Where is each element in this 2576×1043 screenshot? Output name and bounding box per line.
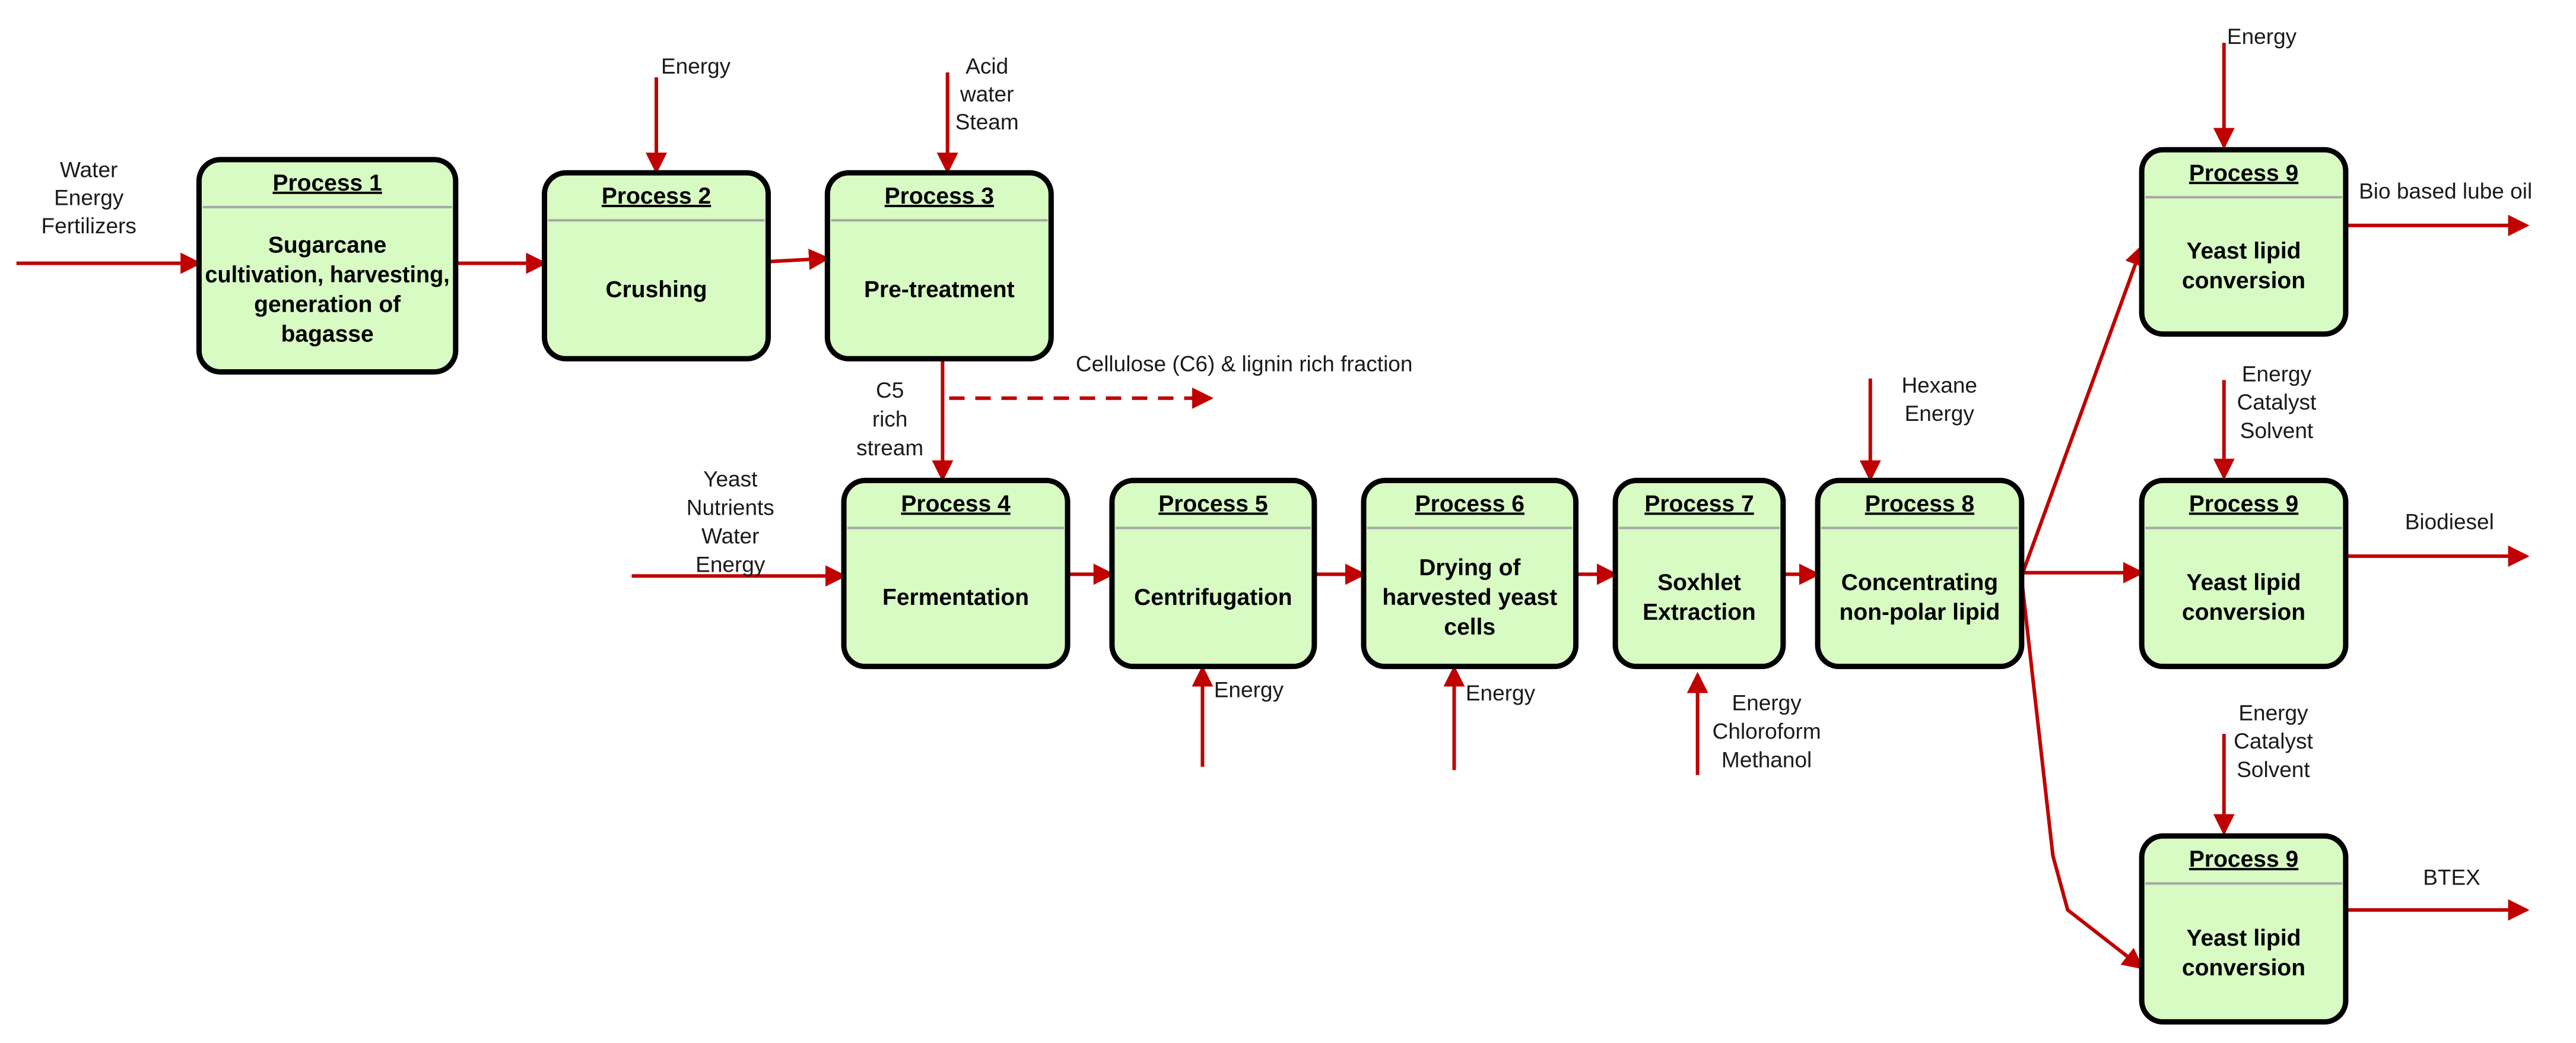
process-description-line: Soxhlet [1657, 570, 1741, 595]
arrow-p8-to-p9a [2019, 244, 2146, 577]
process-title: Process 3 [885, 183, 994, 209]
label-line: stream [856, 436, 923, 460]
label-line: C5 [876, 378, 904, 402]
process-box-p9c: Process 9 Yeast lipid conversion [2139, 833, 2349, 1025]
process-title: Process 9 [2189, 847, 2298, 872]
label-line: Hexane [1901, 373, 1977, 398]
process-description-line: Concentrating [1841, 570, 1998, 595]
process-title: Process 7 [1644, 491, 1754, 516]
label-line: Chloroform [1713, 719, 1821, 744]
label-line: rich [872, 407, 908, 431]
process-box-p9a: Process 9 Yeast lipid conversion [2139, 147, 2349, 337]
process-description-line: Pre-treatment [864, 277, 1015, 303]
label-input-p5: Energy [1214, 677, 1284, 702]
label-line: Energy [1466, 681, 1536, 705]
label-line: Nutrients [687, 496, 774, 520]
label-input-p6: Energy [1466, 681, 1536, 705]
process-title: Process 4 [901, 491, 1011, 516]
label-line: Catalyst [2234, 729, 2313, 753]
process-title: Process 9 [2189, 491, 2298, 516]
process-description-line: generation of [254, 292, 401, 318]
process-description-line: Extraction [1643, 600, 1756, 625]
label-line: Bio based lube oil [2359, 179, 2532, 204]
process-box-frame [2139, 147, 2349, 337]
process-box-p6: Process 6 Drying of harvested yeast cells [1361, 477, 1579, 670]
label-line: Cellulose (C6) & lignin rich fraction [1076, 352, 1413, 376]
label-output-cellulose: Cellulose (C6) & lignin rich fraction [1076, 352, 1413, 376]
process-description-line: harvested yeast [1382, 585, 1557, 610]
label-line: Yeast [703, 467, 758, 492]
process-title: Process 1 [272, 170, 382, 196]
process-box-p3: Process 3 Pre-treatment [824, 170, 1054, 362]
label-line: Methanol [1721, 748, 1812, 772]
label-line: Energy [2238, 700, 2308, 725]
process-description-line: conversion [2182, 955, 2305, 981]
label-line: Biodiesel [2405, 510, 2494, 534]
process-description-line: conversion [2182, 268, 2305, 293]
label-line: Solvent [2240, 419, 2314, 443]
process-title: Process 8 [1865, 491, 1974, 516]
process-box-p1: Process 1 Sugarcane cultivation, harvestin… [196, 157, 459, 375]
label-output-p9b: Biodiesel [2405, 510, 2494, 534]
process-description-line: bagasse [281, 322, 374, 347]
arrow-p2-to-p3 [768, 248, 831, 270]
process-box-p9b: Process 9 Yeast lipid conversion [2139, 477, 2349, 670]
label-line: Catalyst [2237, 390, 2317, 414]
label-line: Acid [965, 54, 1008, 78]
label-line: Energy [695, 553, 766, 577]
label-line: Energy [1905, 401, 1975, 426]
process-box-frame [196, 157, 459, 375]
arrow-p8-to-p9c [2019, 579, 2144, 969]
label-output-p9a: Bio based lube oil [2359, 179, 2532, 204]
label-input-p9a: Energy [2227, 24, 2297, 49]
process-title: Process 9 [2189, 160, 2298, 186]
process-box-p8: Process 8 Concentrating non-polar lipid [1815, 477, 2025, 670]
process-box-p5: Process 5 Centrifugation [1109, 477, 1317, 670]
process-description-line: cells [1444, 614, 1495, 640]
process-description-line: Yeast lipid [2187, 925, 2301, 951]
process-box-p2: Process 2 Crushing [542, 170, 771, 362]
label-line: BTEX [2423, 865, 2480, 889]
label-stream-c5: C5 rich stream [856, 378, 923, 460]
process-description-line: non-polar lipid [1840, 600, 2000, 625]
process-description-line: Crushing [605, 277, 707, 303]
process-description-line: Yeast lipid [2187, 570, 2301, 595]
label-line: Energy [661, 54, 731, 78]
process-title: Process 6 [1415, 491, 1524, 516]
process-description-line: conversion [2182, 600, 2305, 625]
process-box-p4: Process 4 Fermentation [841, 477, 1071, 670]
process-title: Process 5 [1158, 491, 1268, 516]
label-line: Energy [2242, 362, 2312, 386]
label-line: Fertilizers [42, 214, 136, 238]
label-line: water [960, 82, 1014, 106]
label-output-p9c: BTEX [2423, 865, 2480, 889]
label-line: Energy [2227, 24, 2297, 49]
label-line: Energy [1214, 677, 1284, 702]
label-input-p2: Energy [661, 54, 731, 78]
process-description-line: Yeast lipid [2187, 238, 2301, 264]
label-line: Energy [1732, 691, 1802, 715]
process-description-line: Fermentation [882, 585, 1029, 610]
process-description-line: cultivation, harvesting, [205, 262, 449, 288]
label-line: Energy [54, 186, 124, 210]
label-line: Water [60, 158, 117, 182]
process-title: Process 2 [602, 183, 711, 209]
process-description-line: Centrifugation [1134, 585, 1292, 610]
label-line: Steam [955, 110, 1019, 134]
process-description-line: Sugarcane [268, 233, 386, 258]
process-description-line: Drying of [1419, 555, 1521, 581]
label-line: Water [701, 524, 759, 549]
label-line: Solvent [2237, 757, 2310, 782]
